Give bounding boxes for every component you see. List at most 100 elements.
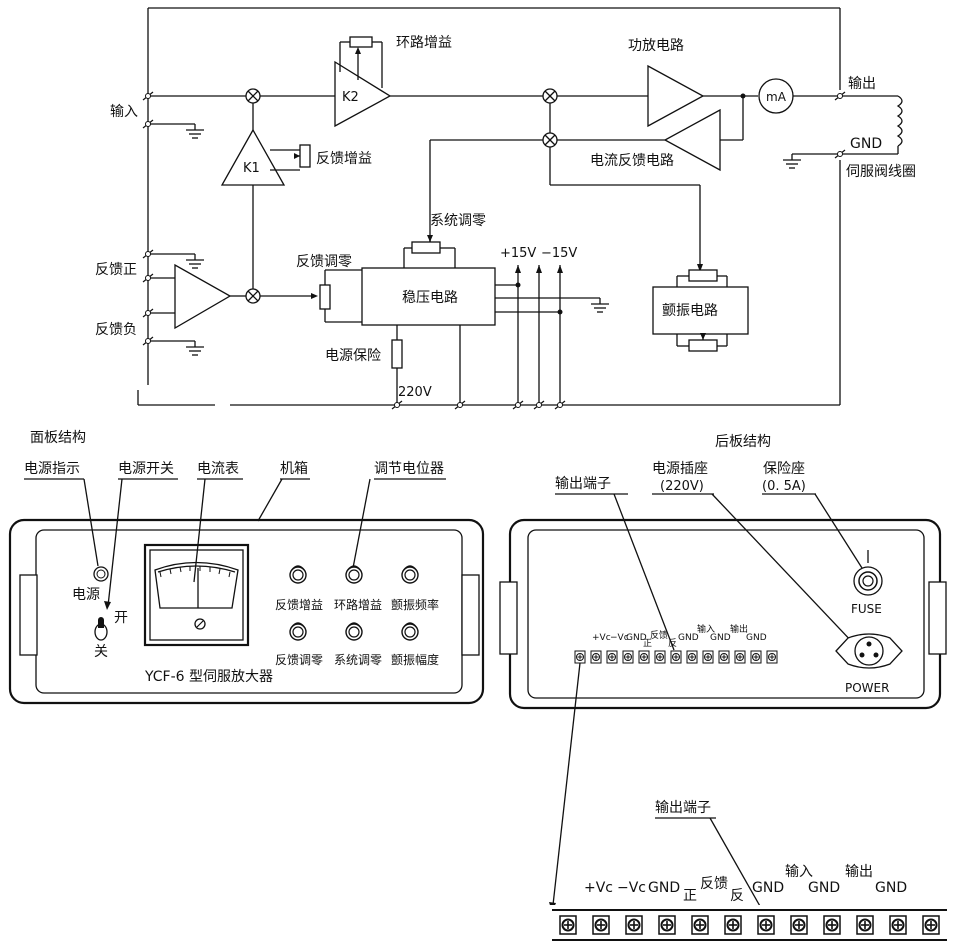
detail-output-terminal-label: 输出端子 <box>655 800 711 816</box>
front-panel-title: 面板结构 <box>30 430 86 446</box>
power-fuse <box>391 339 403 369</box>
knob-label-3: 反馈调零 <box>275 653 323 667</box>
knob-label-0: 反馈增益 <box>275 598 323 612</box>
rear-terminal-label-10: GND <box>746 633 767 643</box>
knob-feedback-zero[interactable] <box>289 622 307 641</box>
circuit-diagram: 输入 K2 环路增益 功放电路 mA 输出 <box>95 7 916 410</box>
knob-label-1: 环路增益 <box>334 597 382 612</box>
power-label-rear: POWER <box>845 681 889 695</box>
ground-fb-neg <box>185 340 205 356</box>
detail-label-7: 输入 <box>785 864 813 880</box>
k1-amplifier <box>220 128 286 186</box>
detail-terminal-strip[interactable] <box>545 905 947 948</box>
loop-gain-label: 环路增益 <box>396 35 452 51</box>
minus15-label: −15V <box>541 246 577 261</box>
dither-block <box>652 286 749 335</box>
feedback-gain-pot <box>299 144 311 168</box>
knob-dither-freq[interactable] <box>401 565 419 584</box>
rear-chassis-inner <box>527 529 925 699</box>
ground-fb-pos <box>185 253 205 269</box>
power-switch-label: 电源开关 <box>118 461 174 477</box>
power-amp-label: 功放电路 <box>628 38 684 54</box>
front-handle-left <box>19 574 38 656</box>
rear-panel: 后板结构 输出端子 电源插座 (220V) 保险座 (0. 5A) FUSE P… <box>499 434 947 912</box>
ammeter-label: 电流表 <box>197 461 239 477</box>
summing-junction-4 <box>245 288 261 304</box>
rear-terminal-label-3: 正 <box>643 639 652 649</box>
knob-system-zero[interactable] <box>345 622 363 641</box>
ground-input <box>185 123 205 139</box>
knob-dither-amp[interactable] <box>401 622 419 641</box>
summing-junction-3 <box>542 132 558 148</box>
detail-label-4: 反馈 <box>700 876 728 892</box>
ground-regulator <box>590 297 610 313</box>
feedback-amplifier <box>174 263 232 330</box>
detail-label-2: GND <box>648 880 680 896</box>
detail-label-0: +Vc <box>584 880 613 896</box>
power-label: 电源 <box>72 587 100 603</box>
ground-output <box>782 153 802 169</box>
dither-pot-top <box>688 269 718 282</box>
power-amplifier <box>647 64 705 128</box>
system-zero-pot <box>411 241 441 254</box>
summing-junction-1 <box>245 88 261 104</box>
ammeter-body <box>143 543 250 647</box>
k2-amplifier <box>334 60 392 128</box>
switch-on-label: 开 <box>114 610 128 626</box>
rear-terminal-label-2: GND <box>626 633 647 643</box>
detail-label-6: GND <box>752 880 784 896</box>
chassis-label: 机箱 <box>280 461 308 477</box>
knob-feedback-gain[interactable] <box>289 565 307 584</box>
front-panel: 面板结构 电源指示 电源开关 电流表 机箱 调节电位器 电源 开 关 <box>8 430 485 705</box>
power-socket-label: 电源插座 <box>652 461 708 477</box>
rear-terminal-label-9: 输出 <box>730 623 748 635</box>
k1-label: K1 <box>243 161 260 176</box>
system-zero-label: 系统调零 <box>430 213 486 229</box>
terminal-detail: 输出端子 +Vc −Vc GND 正 反馈 反 GND 输入 GND 输出 GN… <box>545 800 947 948</box>
k2-label: K2 <box>342 90 359 105</box>
fuse-label: FUSE <box>851 602 882 616</box>
loop-gain-pot <box>349 36 373 48</box>
rear-terminal-label-0: +Vc <box>592 633 611 643</box>
feedback-neg-label: 反馈负 <box>95 322 137 338</box>
feedback-gain-label: 反馈增益 <box>316 151 372 167</box>
ma-label: mA <box>766 90 787 104</box>
detail-label-9: 输出 <box>845 864 873 880</box>
knob-label-2: 颤振频率 <box>391 597 439 612</box>
front-handle-right <box>461 574 480 656</box>
power-fuse-label: 电源保险 <box>325 348 381 364</box>
servo-coil-label: 伺服阀线圈 <box>846 164 916 180</box>
feedback-pos-label: 反馈正 <box>95 262 137 278</box>
rear-terminal-label-4: 反馈 <box>650 629 668 641</box>
model-label: YCF-6 型伺服放大器 <box>144 669 273 685</box>
input-label: 输入 <box>110 104 138 120</box>
current-feedback-amp <box>663 108 721 172</box>
power-indicator-lamp <box>93 566 109 582</box>
feedback-zero-pot <box>319 284 331 310</box>
detail-label-5: 反 <box>730 888 744 904</box>
knob-loop-gain[interactable] <box>345 565 363 584</box>
fuse-holder-label: 保险座 <box>763 461 805 477</box>
v220-label: 220V <box>398 385 432 400</box>
rear-terminal-label-7: 输入 <box>697 623 715 635</box>
current-feedback-label: 电流反馈电路 <box>590 153 674 169</box>
output-terminal-label: 输出端子 <box>555 476 611 492</box>
regulator-label: 稳压电路 <box>402 290 458 306</box>
front-chassis-outer <box>8 518 485 705</box>
rear-terminal-label-8: GND <box>710 633 731 643</box>
fuse-rating-label: (0. 5A) <box>762 479 806 494</box>
knob-label-4: 系统调零 <box>334 653 382 667</box>
detail-label-3: 正 <box>683 888 697 904</box>
dither-label: 颤振电路 <box>662 303 718 319</box>
summing-junction-2 <box>542 88 558 104</box>
power-indicator-label: 电源指示 <box>24 461 80 477</box>
rear-terminal-label-1: −Vc <box>610 633 629 643</box>
detail-label-1: −Vc <box>617 880 646 896</box>
detail-label-8: GND <box>808 880 840 896</box>
rear-panel-title: 后板结构 <box>715 434 771 450</box>
rear-terminal-strip[interactable] <box>574 650 778 664</box>
power-toggle-switch[interactable] <box>94 617 108 641</box>
rear-handle-left <box>499 581 518 655</box>
plus15-label: +15V <box>500 246 536 261</box>
